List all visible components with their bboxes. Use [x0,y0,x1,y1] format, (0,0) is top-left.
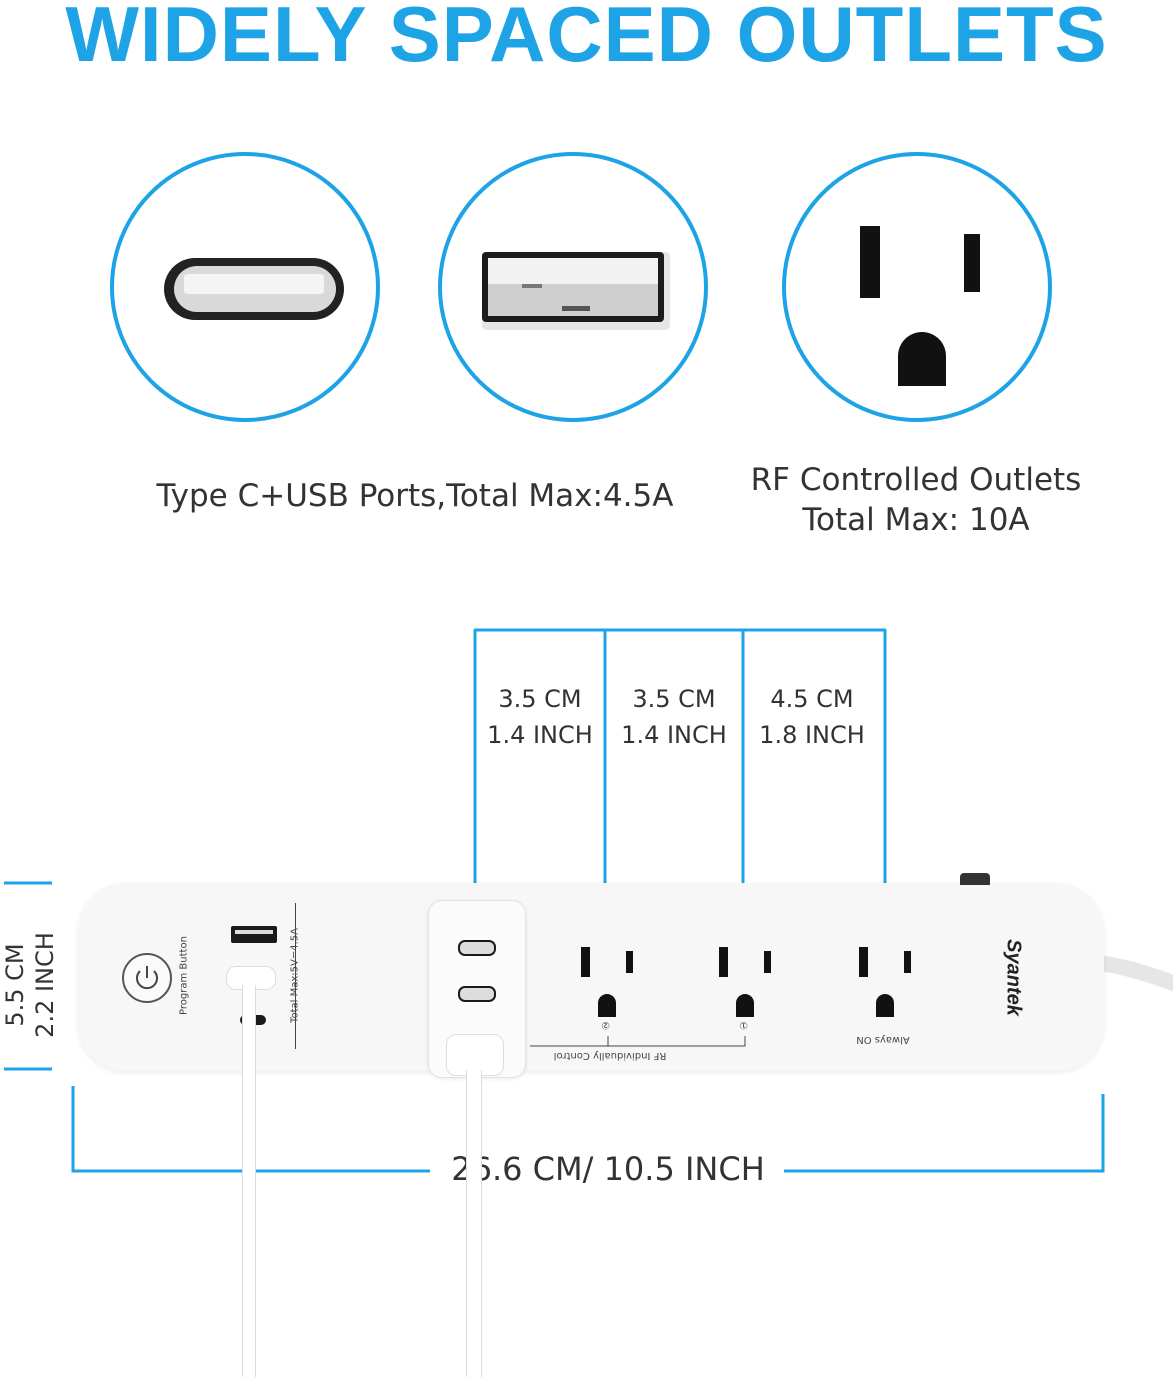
ac-outlet-icon [860,226,980,386]
rf-control-bracket [530,1036,746,1047]
usb-a-port-icon [482,252,670,330]
height-cm: 5.5 CM [1,943,29,1027]
length-text: 26.6 CM/ 10.5 INCH [451,1150,765,1188]
spacing-2-inch: 1.4 INCH [621,721,727,749]
spacing-label-3: 4.5 CM 1.8 INCH [750,681,874,753]
spacing-1-cm: 3.5 CM [498,685,582,713]
strip-usb-a-port[interactable] [231,926,277,943]
spacing-3-cm: 4.5 CM [770,685,854,713]
program-button-label: Program Button [179,936,190,1016]
spacing-1-inch: 1.4 INCH [487,721,593,749]
brand-logo-text: Syantek [1002,939,1025,1016]
outlet-1-number: ① [739,1019,748,1030]
spacing-label-1: 3.5 CM 1.4 INCH [480,681,600,753]
adapter-usb-c-port-2[interactable] [458,986,496,1002]
always-on-label: Always ON [848,1034,918,1045]
outlet-2-number-text: ② [601,1019,610,1030]
program-button[interactable] [122,953,172,1003]
adapter-usb-c-port-1[interactable] [458,940,496,956]
rf-caption-line1: RF Controlled Outlets [750,462,1082,498]
rf-caption: RF Controlled Outlets Total Max: 10A [716,460,1116,540]
brand-logo: Syantek [1002,923,1025,1033]
usb-cable-2 [466,1070,482,1377]
strip-switch [960,873,990,885]
usb-c-port-circle [110,152,380,422]
outlet-1-number-text: ① [739,1019,748,1030]
headline-text: WIDELY SPACED OUTLETS [65,0,1108,78]
usb-a-port-circle [438,152,708,422]
always-on-text: Always ON [856,1034,910,1045]
ac-outlet-circle [782,152,1052,422]
height-inch: 2.2 INCH [31,932,59,1038]
usb-plug-2 [446,1034,504,1076]
usb-cable-1 [242,985,256,1377]
power-icon [136,966,158,990]
length-label: 26.6 CM/ 10.5 INCH [440,1150,776,1188]
program-button-label-text: Program Button [178,936,190,1015]
spacing-2-cm: 3.5 CM [632,685,716,713]
rf-control-label: RF Individually Control [545,1050,675,1061]
power-cord [1100,955,1173,991]
strip-outlet-1[interactable] [711,945,779,1020]
rf-control-text: RF Individually Control [553,1050,667,1061]
outlet-2-number: ② [601,1019,610,1030]
strip-outlet-always-on[interactable] [851,945,919,1020]
headline: WIDELY SPACED OUTLETS [0,0,1173,82]
usb-c-port-icon [164,258,344,320]
spacing-3-inch: 1.8 INCH [759,721,865,749]
rating-divider [295,903,296,1049]
strip-outlet-2[interactable] [573,945,641,1020]
rf-caption-line2: Total Max: 10A [802,502,1030,538]
height-label: 5.5 CM 2.2 INCH [0,885,60,1085]
usb-caption: Type C+USB Ports,Total Max:4.5A [100,476,730,516]
usb-caption-text: Type C+USB Ports,Total Max:4.5A [156,478,674,514]
spacing-label-2: 3.5 CM 1.4 INCH [613,681,735,753]
